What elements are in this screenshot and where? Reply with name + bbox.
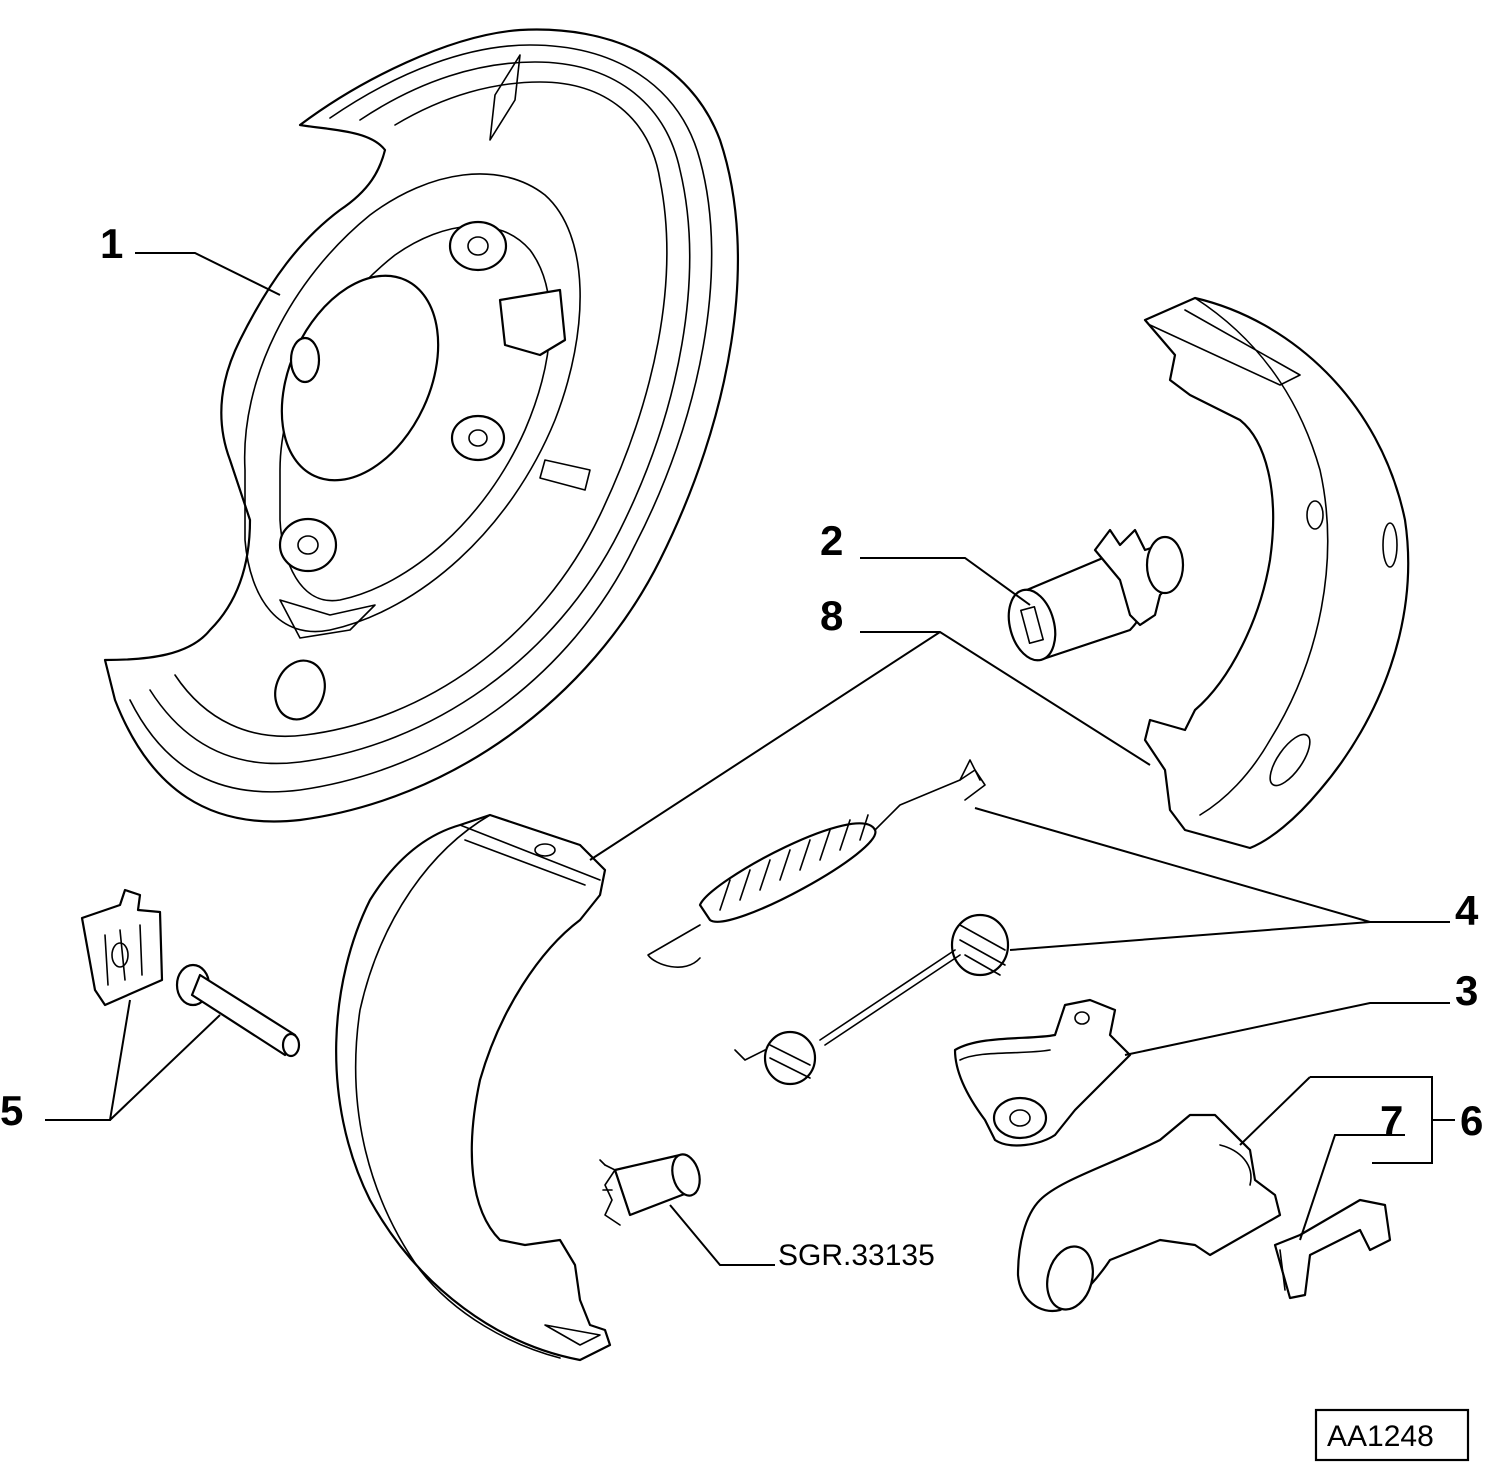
- return-spring-upper: [647, 759, 986, 968]
- callout-5: 5: [0, 999, 221, 1134]
- callout-1-number: 1: [100, 220, 123, 267]
- callout-8: 8: [589, 592, 1151, 861]
- reference-label: SGR.33135: [778, 1239, 935, 1272]
- callout-7-number: 7: [1380, 1097, 1403, 1144]
- callout-1: 1: [100, 220, 281, 296]
- callout-5-leader-b: [109, 1014, 221, 1121]
- callout-8-leader-lower: [589, 631, 941, 861]
- callout-3-number: 3: [1455, 967, 1478, 1014]
- callout-4-number: 4: [1455, 887, 1479, 934]
- retainer-clip: [80, 888, 164, 1007]
- adjuster: [1007, 528, 1185, 662]
- callout-1-leader: [135, 252, 281, 296]
- callout-6-number: 6: [1460, 1097, 1483, 1144]
- callout-8-number: 8: [820, 592, 843, 639]
- callout-6: 6: [1239, 1076, 1483, 1164]
- clip: [1273, 1198, 1392, 1300]
- callout-4: 4: [974, 807, 1479, 951]
- callout-8-leader-upper: [860, 631, 1151, 766]
- hold-down-pin: [175, 963, 301, 1058]
- callout-7-leader: [1299, 1134, 1405, 1241]
- drawing-code-frame: [1314, 1408, 1470, 1462]
- callout-5-number: 5: [0, 1087, 23, 1134]
- reference-callout: SGR.33135: [669, 1204, 935, 1272]
- callout-6-bracket: [1310, 1076, 1433, 1164]
- return-spring-lower: [734, 913, 1010, 1086]
- callout-4-leader-b: [1009, 921, 1371, 951]
- brake-shoe-upper: [1143, 296, 1410, 850]
- drawing-code-box: AA1248: [1314, 1408, 1470, 1462]
- callout-7: 7: [1299, 1097, 1405, 1241]
- callout-5-leader-a: [45, 999, 131, 1121]
- cylinder-plug: [599, 1153, 701, 1226]
- brake-shoe-lower: [335, 813, 612, 1362]
- callout-3-leader: [1124, 1002, 1450, 1056]
- drawing-code-label: AA1248: [1327, 1420, 1434, 1453]
- lever: [953, 998, 1132, 1147]
- callout-2: 2: [820, 517, 1031, 606]
- callout-2-leader: [860, 557, 1031, 606]
- backing-plate: [103, 28, 739, 823]
- callout-2-number: 2: [820, 517, 843, 564]
- callout-6-leader: [1239, 1076, 1311, 1146]
- strut: [1016, 1113, 1282, 1313]
- reference-leader: [669, 1204, 775, 1266]
- callout-3: 3: [1124, 967, 1478, 1056]
